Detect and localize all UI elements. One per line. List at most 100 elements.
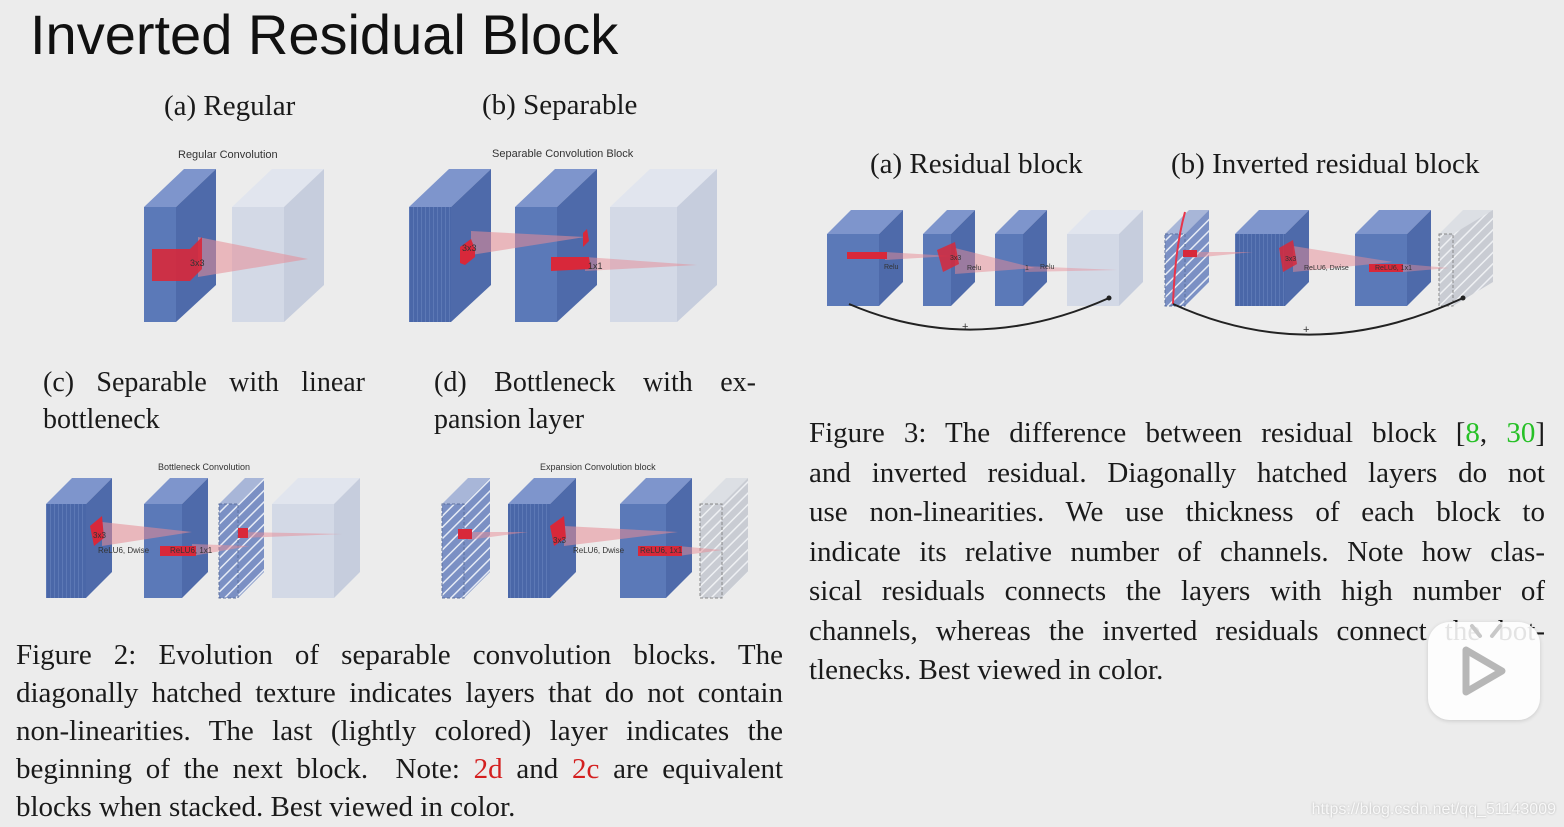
watermark-url: https://blog.csdn.net/qq_51143009 — [1311, 801, 1556, 818]
kernel-input — [458, 529, 472, 539]
block-side-hatched — [238, 478, 264, 598]
figure2-caption-line: Figure 2: Evolution of separable convolu… — [16, 639, 783, 671]
fig2d-heading: Expansion Convolution block — [540, 462, 656, 472]
kernel-output — [238, 528, 248, 538]
block-front-layered — [1235, 234, 1285, 306]
fig2c-heading: Bottleneck Convolution — [158, 462, 251, 472]
figure2-caption-line: blocks when stacked. Best viewed in colo… — [16, 791, 516, 823]
play-icon-ear — [1490, 624, 1502, 638]
block-side-light — [1119, 210, 1143, 306]
fig2b-label-3x3: 3x3 — [462, 243, 477, 253]
kernel-projection — [102, 522, 192, 546]
fig2a-label-3x3: 3x3 — [190, 258, 205, 268]
block-top-light — [272, 478, 360, 504]
figure-ref-link[interactable]: 2c — [572, 753, 600, 785]
fig2b-caption: (b) Separable — [482, 89, 638, 121]
kernel-pointwise — [551, 257, 591, 271]
block-top — [1235, 210, 1309, 234]
kernel-projection — [955, 248, 1035, 274]
caption-text: beginning of the next block. Note: — [16, 753, 474, 785]
block-side — [1407, 210, 1431, 306]
kernel-output — [583, 229, 589, 247]
kernel-pointwise — [847, 252, 887, 259]
block-top-light — [232, 169, 324, 207]
figure3-caption-line: and inverted residual. Diagonally hatche… — [809, 456, 1545, 489]
kernel-pointwise — [160, 546, 196, 556]
block-front-light — [1067, 234, 1119, 306]
fig3b-label-3x3: 3x3 — [1285, 256, 1297, 263]
skip-connection-arc — [1172, 297, 1464, 336]
kernel-projection — [468, 532, 528, 540]
fig3a-label-relu2: Relu — [967, 265, 982, 272]
kernel-depthwise — [1279, 240, 1297, 272]
figure2-caption: Figure 2: Evolution of separable convolu… — [16, 636, 783, 826]
block-top-light — [610, 169, 717, 207]
citation-link[interactable]: 8 — [1465, 417, 1480, 449]
caption-text: Figure 3: The difference between residua… — [809, 417, 1466, 449]
block-side-light — [334, 478, 360, 598]
play-triangle — [1462, 646, 1506, 696]
fig2c-caption-line2: bottleneck — [43, 404, 160, 435]
fig2d-caption-line1: (d) Bottleneck with ex- — [434, 367, 756, 398]
block-side-hatched-gray — [1453, 210, 1493, 306]
fig2b-heading: Separable Convolution Block — [492, 148, 634, 160]
fig2b-label-1x1: 1x1 — [588, 261, 603, 271]
skip-connection-arc — [848, 297, 1110, 331]
caption-text: ] — [1535, 417, 1545, 449]
figure3-caption-line: sical residuals connects the layers with… — [809, 575, 1545, 607]
caption-text: and — [502, 753, 572, 785]
fig2c-label-dwise: ReLU6, Dwise — [98, 546, 150, 555]
red-annotation-stroke — [1172, 211, 1186, 305]
block-top-hatched-gray — [1439, 210, 1493, 234]
skip-connection-end — [1460, 295, 1466, 301]
fig2a-diagram — [144, 169, 324, 322]
block-front-light — [272, 504, 334, 598]
fig3a-label-3x3: 3x3 — [950, 255, 962, 262]
fig3b-plus: + — [1303, 324, 1310, 336]
citation-link[interactable]: 30 — [1506, 417, 1536, 449]
block-front-layered — [508, 504, 550, 598]
caption-text: , — [1479, 417, 1507, 449]
block-top — [515, 169, 597, 207]
figure3-caption-line: channels, whereas the inverted residuals… — [809, 614, 1545, 647]
kernel-projection — [1403, 264, 1449, 272]
figure-ref-link[interactable]: 2d — [473, 753, 503, 785]
block-front-hatched-gray — [1438, 233, 1454, 307]
kernel-depthwise — [937, 242, 959, 272]
fig3a-label-relu1: Relu — [884, 264, 899, 271]
block-front-hatched — [441, 503, 465, 599]
figure2-caption-line: diagonally hatched texture indicates lay… — [16, 677, 783, 709]
figure2-caption-line: beginning of the next block. Note: 2d an… — [16, 750, 783, 788]
kernel-projection — [198, 237, 308, 277]
block-front — [515, 207, 557, 322]
figure3-caption-line: use non-linearities. We use thickness of… — [809, 496, 1545, 528]
fig2d-label-1x1: ReLU6, 1x1 — [640, 546, 683, 555]
block-top — [827, 210, 903, 234]
fig2a-caption: (a) Regular — [164, 90, 296, 122]
kernel-input — [1183, 250, 1197, 257]
play-button[interactable] — [1428, 622, 1540, 720]
figure3-caption-line: indicate its relative number of channels… — [809, 535, 1545, 568]
block-top-hatched — [219, 478, 264, 504]
block-front-hatched — [218, 503, 239, 599]
kernel-projection — [564, 526, 678, 546]
fig3a-label-relu3: Relu — [1040, 264, 1055, 271]
fig2a-heading: Regular Convolution — [178, 149, 278, 161]
play-icon-ear — [1470, 624, 1482, 638]
block-top — [508, 478, 576, 504]
fig3b-caption: (b) Inverted residual block — [1171, 148, 1480, 180]
fig3a-plus: + — [962, 321, 969, 333]
figure3-caption-line: Figure 3: The difference between residua… — [809, 414, 1545, 454]
block-front-layered — [409, 207, 451, 322]
fig3a-label-1: 1 — [1025, 265, 1029, 272]
kernel-depthwise — [550, 516, 566, 546]
block-top — [923, 210, 975, 234]
fig3b-diagram — [1164, 210, 1493, 336]
kernel-pointwise — [638, 546, 682, 556]
fig2d-caption-line2: pansion layer — [434, 404, 585, 435]
figure3-caption: Figure 3: The difference between residua… — [809, 414, 1545, 691]
block-side-hatched — [1185, 210, 1209, 306]
block-side — [666, 478, 692, 598]
block-top — [409, 169, 491, 207]
caption-text: are equivalent — [599, 753, 784, 785]
